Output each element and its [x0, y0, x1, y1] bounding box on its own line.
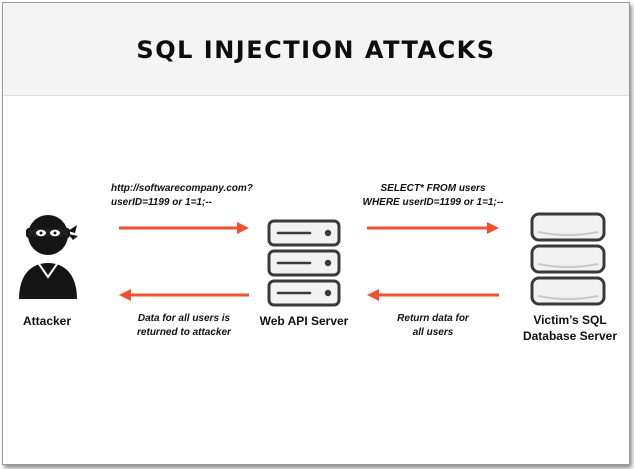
diagram-title: SQL INJECTION ATTACKS — [136, 36, 496, 64]
query-note-line2: WHERE userID=1199 or 1=1;-- — [362, 197, 504, 208]
request-note-line1: http://softwarecompany.com? — [111, 183, 253, 194]
db-return-note-line2: all users — [412, 327, 454, 338]
database-label-line2: Database Server — [522, 329, 618, 343]
diagram-frame: SQL INJECTION ATTACKS Attacker — [2, 2, 630, 465]
arrow-server-to-attacker — [119, 289, 249, 301]
attacker-return-note-line2: returned to attacker — [137, 327, 231, 338]
db-return-note-line1: Return data for — [397, 313, 469, 324]
server-rack-icon — [267, 219, 341, 307]
attacker-return-note: Data for all users is returned to attack… — [119, 312, 249, 340]
header-band: SQL INJECTION ATTACKS — [3, 3, 629, 96]
arrow-attacker-to-server — [119, 222, 249, 234]
attacker-return-note-line1: Data for all users is — [137, 313, 231, 324]
server-label: Web API Server — [259, 314, 349, 328]
query-note: SELECT* FROM users WHERE userID=1199 or … — [359, 182, 507, 210]
query-note-line1: SELECT* FROM users — [380, 183, 486, 194]
attacker-label: Attacker — [22, 314, 72, 328]
request-note: http://softwarecompany.com? userID=1199 … — [111, 182, 253, 210]
request-note-line2: userID=1199 or 1=1;-- — [111, 197, 212, 208]
masked-hacker-icon — [19, 215, 78, 299]
arrow-database-to-server — [367, 289, 499, 301]
database-label-line1: Victim’s SQL — [533, 313, 607, 327]
arrow-server-to-database — [367, 222, 499, 234]
database-stack-icon — [530, 212, 606, 306]
db-return-note: Return data for all users — [367, 312, 499, 340]
database-label: Victim’s SQL Database Server — [511, 312, 629, 344]
